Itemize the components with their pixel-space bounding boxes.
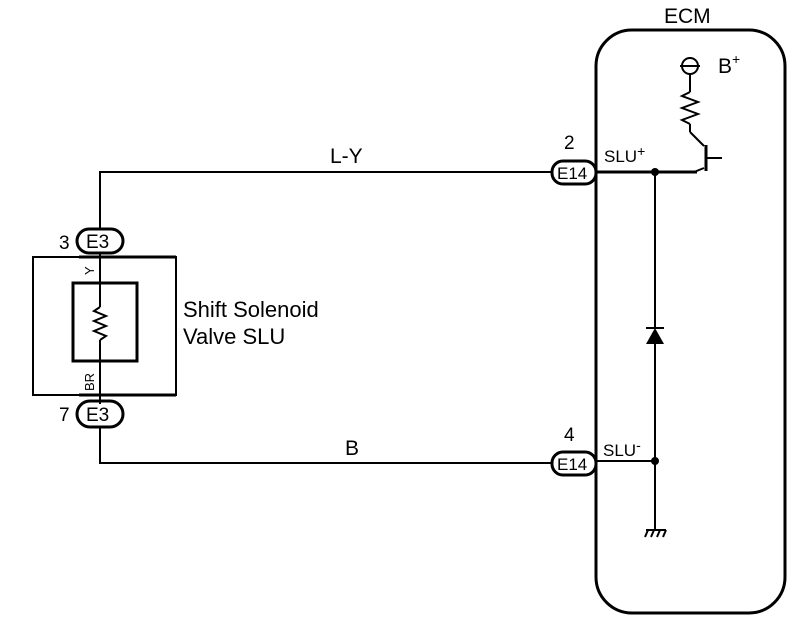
- connector-ecm-bottom-code: E14: [557, 455, 587, 474]
- connector-solenoid-bottom-code: E3: [86, 405, 109, 426]
- ground-icon: [644, 529, 667, 538]
- ecm-internal-circuit: SLU+ SLU-: [596, 143, 697, 538]
- wire-top-color: L-Y: [330, 145, 363, 168]
- solenoid-wire-top-color: Y: [82, 266, 97, 275]
- terminal-slu-minus: SLU-: [603, 437, 641, 460]
- connector-solenoid-bottom: 7 E3: [59, 399, 125, 429]
- junction-dot-bottom: [651, 457, 659, 465]
- wire-bottom-color: B: [345, 437, 359, 460]
- connector-solenoid-top-pin: 3: [59, 233, 70, 254]
- connector-ecm-top: 2 E14: [550, 133, 598, 186]
- solenoid-coil-box: [71, 281, 139, 363]
- terminal-slu-plus: SLU+: [604, 143, 645, 166]
- solenoid-wire-bottom-color: BR: [82, 373, 97, 391]
- wire-top: [99, 171, 552, 229]
- wire-bottom: [99, 427, 552, 464]
- ecm-title: ECM: [664, 5, 711, 28]
- solenoid-name-line1: Shift Solenoid: [183, 297, 319, 322]
- connector-ecm-bottom: 4 E14: [550, 425, 598, 477]
- ecm-power-circuit: B+: [679, 51, 740, 173]
- harness-wires: L-Y B: [99, 145, 552, 464]
- connector-solenoid-bottom-pin: 7: [59, 405, 70, 426]
- solenoid-coil-icon: [91, 306, 109, 341]
- solenoid-component: Y BR Shift Solenoid Valve SLU: [32, 252, 319, 404]
- diode-icon: [646, 328, 664, 344]
- power-label: B+: [718, 51, 740, 78]
- connector-solenoid-top: 3 E3: [59, 227, 125, 255]
- connector-solenoid-top-code: E3: [86, 232, 109, 253]
- ecm-outline: [594, 28, 787, 615]
- solenoid-name-line2: Valve SLU: [183, 324, 285, 349]
- pullup-resistor-icon: [679, 91, 701, 125]
- ecm-block: ECM: [594, 5, 787, 615]
- connector-ecm-bottom-pin: 4: [564, 425, 575, 446]
- connector-ecm-top-pin: 2: [564, 133, 575, 154]
- connector-ecm-top-code: E14: [557, 164, 587, 183]
